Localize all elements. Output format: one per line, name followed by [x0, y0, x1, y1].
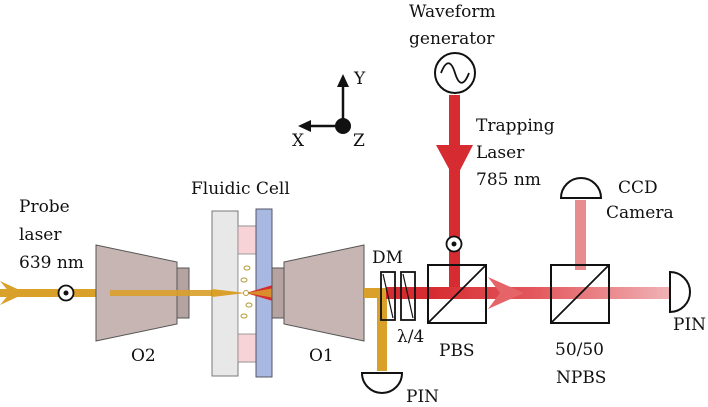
pbs: PBS: [427, 264, 487, 361]
pin-right-icon: [669, 270, 691, 314]
pbs-diagonal: [427, 264, 487, 324]
probe-arrow-icon: [0, 281, 26, 305]
ccd-camera-icon: [559, 177, 603, 199]
waveplate-body: [400, 271, 416, 321]
ccd-camera: CCD Camera: [559, 177, 674, 270]
cell-pink-bottom: [237, 333, 257, 363]
axis-z-label: Z: [353, 131, 365, 151]
fluidic-cell-label: Fluidic Cell: [191, 179, 290, 199]
pin-detector-bottom: PIN: [360, 372, 439, 407]
objective-o1-body: [283, 244, 365, 342]
particle: [240, 277, 248, 283]
dm-diagonal: [382, 273, 394, 319]
particles: [240, 265, 253, 319]
x-arrowhead-icon: [298, 120, 311, 132]
npbs-label-1: 50/50: [555, 340, 604, 360]
cell-pink-top: [237, 225, 257, 255]
polarization-marker-dot: [451, 241, 457, 247]
quarter-wave-plate: λ/4: [397, 271, 424, 347]
objective-o1: O1: [271, 244, 365, 366]
probe-beam-left: [0, 289, 110, 297]
npbs-cube: [550, 264, 610, 324]
o1-label: O1: [309, 346, 334, 366]
waveplate-diagonal: [402, 273, 414, 319]
sine-wave-icon: [440, 62, 470, 84]
pin-detector-right: PIN: [669, 270, 706, 335]
beam-dm-down-gold: [377, 293, 387, 371]
axis-x-label: X: [292, 131, 305, 151]
ccd-label-1: CCD: [618, 178, 658, 198]
objective-o1-tip: [271, 267, 285, 319]
ccd-label-2: Camera: [606, 203, 674, 223]
dm-body: [380, 271, 396, 321]
particle: [245, 302, 253, 308]
waveform-generator: Waveform generator: [409, 2, 496, 94]
probe-label-1: Probe: [19, 197, 70, 217]
probe-polarization-dot: [63, 290, 69, 296]
waveform-generator-label-2: generator: [409, 29, 495, 49]
trapping-laser-label-2: Laser: [476, 143, 525, 163]
pbs-label: PBS: [439, 341, 475, 361]
trapping-beam-vertical: [449, 95, 460, 293]
y-arrowhead-icon: [337, 74, 349, 87]
o2-label: O2: [131, 346, 156, 366]
ccd-beam-vertical: [575, 200, 586, 270]
beam-direction-arrow-icon: [488, 277, 524, 309]
probe-label-2: laser: [19, 225, 62, 245]
probe-focus-cone: [212, 289, 246, 297]
trapping-laser: Trapping Laser 785 nm: [436, 95, 555, 293]
quarter-wave-label: λ/4: [397, 327, 424, 347]
npbs-label-2: NPBS: [556, 368, 606, 388]
probe-beam-mid: [110, 290, 212, 296]
trapping-beam-arrow-icon: [436, 145, 473, 180]
pbs-cube: [427, 264, 487, 324]
beam-dm-to-pbs: [386, 287, 430, 299]
trapped-particle: [243, 290, 249, 296]
trapping-laser-label-1: Trapping: [476, 116, 555, 136]
npbs-diagonal: [550, 264, 610, 324]
objective-o2: O2: [95, 244, 190, 366]
particle: [240, 313, 248, 319]
probe-laser: Probe laser 639 nm: [0, 197, 110, 305]
coordinate-axes: Y X Z: [292, 69, 366, 151]
axis-y-label: Y: [353, 69, 366, 89]
pin-bottom-icon: [360, 372, 404, 394]
dichroic-mirror: DM: [372, 248, 403, 321]
pin-right-label: PIN: [673, 315, 706, 335]
particle: [243, 265, 251, 271]
probe-label-3: 639 nm: [19, 253, 84, 273]
npbs: 50/50 NPBS: [550, 264, 610, 388]
pin-bottom-label: PIN: [406, 387, 439, 407]
waveform-generator-label-1: Waveform: [409, 2, 496, 22]
dm-label: DM: [372, 248, 403, 268]
trapping-laser-label-3: 785 nm: [476, 170, 541, 190]
beam-o1-to-dm-gold: [364, 288, 386, 298]
z-axis-dot-icon: [335, 118, 351, 134]
